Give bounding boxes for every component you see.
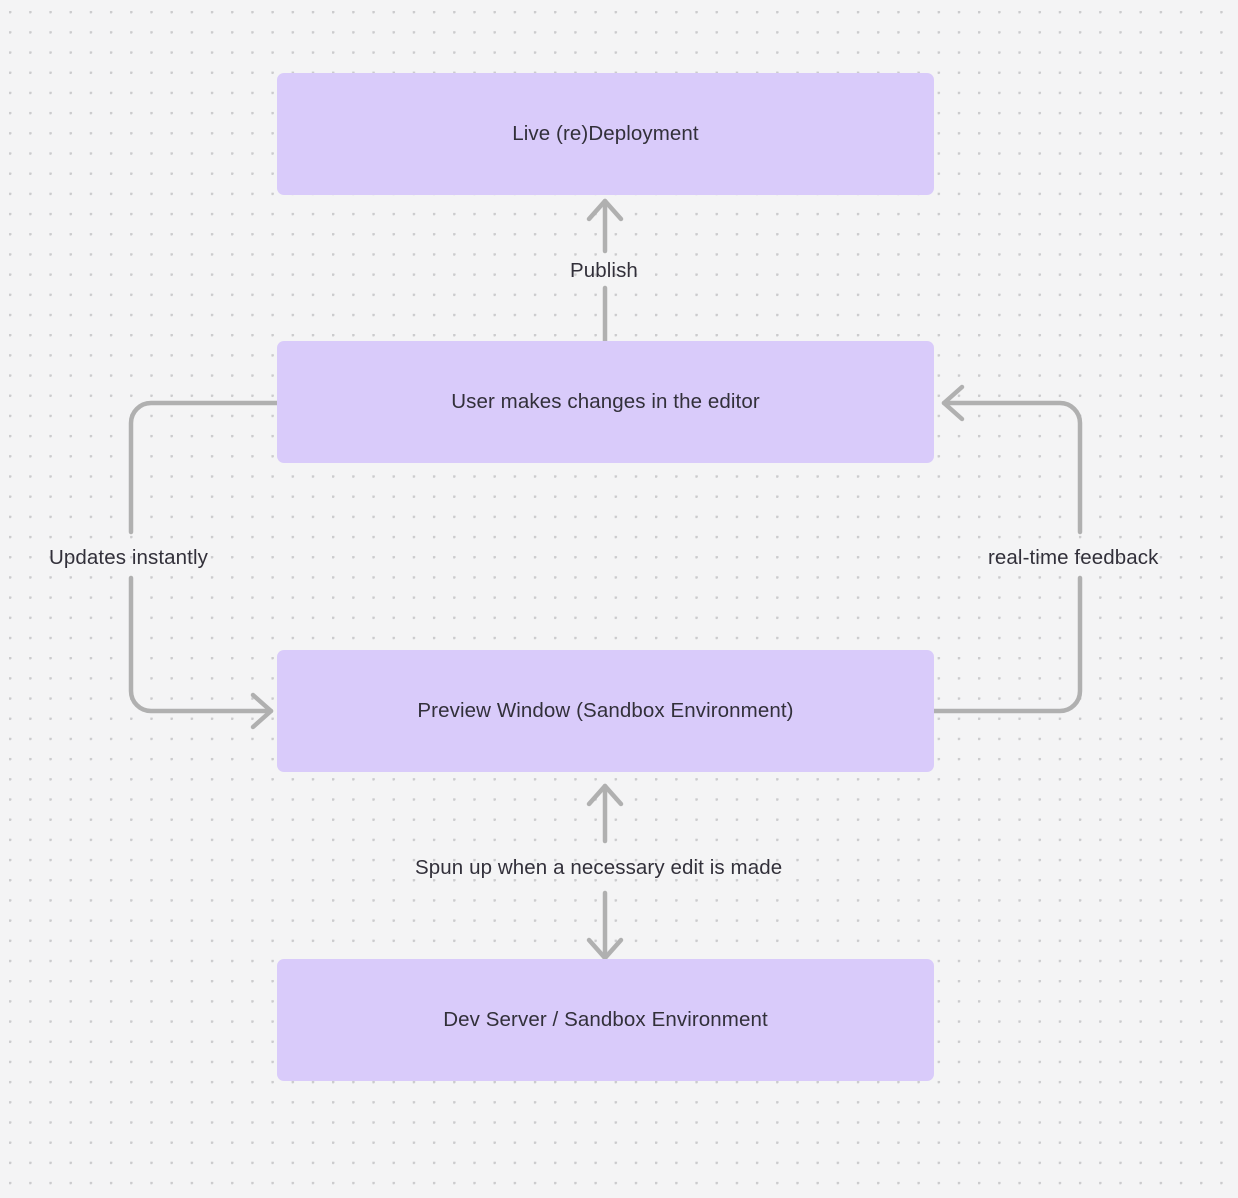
node-live-redeployment-label: Live (re)Deployment — [512, 122, 699, 146]
node-live-redeployment[interactable]: Live (re)Deployment — [277, 73, 934, 195]
node-dev-server-label: Dev Server / Sandbox Environment — [443, 1008, 768, 1032]
node-preview-window-label: Preview Window (Sandbox Environment) — [417, 699, 794, 723]
arrowhead-right-updates — [250, 692, 274, 730]
edge-label-spun-up: Spun up when a necessary edit is made — [415, 856, 783, 879]
edge-label-real-time-feedback: real-time feedback — [988, 546, 1159, 569]
arrowhead-up-spun — [586, 783, 624, 807]
node-user-makes-changes[interactable]: User makes changes in the editor — [277, 341, 934, 463]
arrowhead-up-publish — [586, 198, 624, 222]
arrowhead-down-spun — [586, 937, 624, 961]
node-preview-window[interactable]: Preview Window (Sandbox Environment) — [277, 650, 934, 772]
arrowhead-left-realtime — [941, 384, 965, 422]
edge-label-updates-instantly: Updates instantly — [49, 546, 208, 569]
node-dev-server[interactable]: Dev Server / Sandbox Environment — [277, 959, 934, 1081]
node-user-makes-changes-label: User makes changes in the editor — [451, 390, 760, 414]
edge-label-publish: Publish — [570, 259, 638, 282]
